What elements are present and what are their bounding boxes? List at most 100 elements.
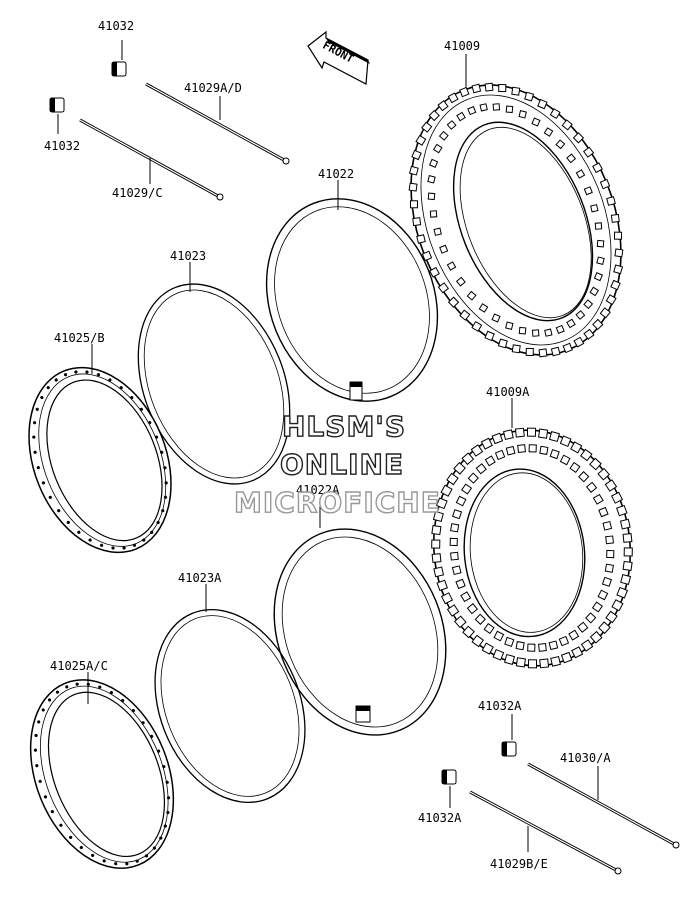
spoke-hole bbox=[154, 435, 159, 439]
spoke-hole bbox=[150, 530, 154, 534]
tread-knob bbox=[475, 463, 487, 475]
tread-knob bbox=[408, 182, 418, 192]
tread-knob bbox=[527, 643, 536, 652]
spoke-hole bbox=[88, 538, 92, 542]
tread-knob bbox=[470, 444, 484, 457]
tread-knob bbox=[446, 261, 457, 271]
spoke-hole bbox=[156, 749, 161, 753]
tread-knob bbox=[596, 256, 605, 265]
tread-knob bbox=[461, 483, 473, 495]
label-41029AD: 41029A/D bbox=[184, 81, 242, 95]
tread-knob bbox=[459, 86, 470, 98]
tread-knob bbox=[481, 642, 494, 655]
label-41032A-top: 41032A bbox=[478, 699, 522, 713]
tread-knob bbox=[558, 635, 570, 647]
spoke-hole bbox=[33, 450, 37, 454]
nipple-41032A-bottom bbox=[441, 769, 457, 808]
tread-knob bbox=[493, 630, 505, 642]
label-41025AC: 41025A/C bbox=[50, 659, 108, 673]
tread-knob bbox=[471, 83, 482, 94]
spoke-hole bbox=[125, 862, 129, 866]
tread-knob bbox=[411, 149, 422, 161]
tread-knob bbox=[427, 175, 436, 184]
tube-41022A bbox=[273, 528, 447, 736]
spoke-hole bbox=[85, 370, 89, 374]
spoke-hole bbox=[130, 395, 134, 400]
tread-knob bbox=[528, 444, 537, 453]
spoke-hole bbox=[50, 810, 54, 814]
spoke-hole bbox=[163, 824, 167, 828]
tread-knob bbox=[431, 539, 441, 549]
tread-knob bbox=[494, 449, 506, 461]
tread-knob bbox=[440, 592, 454, 605]
tread-knob bbox=[518, 326, 527, 335]
tread-knob bbox=[531, 329, 540, 337]
tread-knob bbox=[483, 622, 495, 635]
tread-knob bbox=[446, 604, 460, 617]
label-41030A: 41030/A bbox=[560, 751, 611, 765]
spoke-hole bbox=[65, 685, 69, 689]
tread-knob bbox=[592, 493, 604, 505]
tread-knob bbox=[550, 655, 561, 667]
tread-knob bbox=[589, 457, 602, 471]
tread-knob bbox=[433, 227, 442, 236]
tread-knob bbox=[504, 653, 516, 665]
label-41029BE: 41029B/E bbox=[490, 857, 548, 871]
spoke-hole bbox=[96, 373, 101, 377]
label-41009A: 41009A bbox=[486, 385, 530, 399]
tread-knob bbox=[514, 427, 525, 438]
spoke-hole bbox=[40, 395, 44, 400]
spoke-hole bbox=[141, 721, 145, 725]
label-41025B: 41025/B bbox=[54, 331, 105, 345]
spoke-41029BE bbox=[469, 790, 622, 875]
spoke-hole bbox=[63, 373, 68, 377]
tread-knob bbox=[548, 640, 559, 651]
tread-knob bbox=[505, 105, 514, 114]
tread-knob bbox=[439, 244, 449, 254]
valve-stem-41022A bbox=[355, 705, 371, 723]
spoke-hole bbox=[74, 370, 78, 374]
spoke-hole bbox=[161, 509, 165, 513]
tread-knob bbox=[573, 336, 585, 348]
tread-knob bbox=[599, 178, 611, 190]
tread-knob bbox=[572, 132, 585, 144]
label-41032A-bottom: 41032A bbox=[418, 811, 462, 825]
label-41022A: 41022A bbox=[296, 483, 340, 497]
tread-knob bbox=[438, 130, 449, 141]
tread-knob bbox=[579, 448, 593, 462]
tread-knob bbox=[446, 120, 457, 130]
tread-knob bbox=[484, 82, 494, 92]
spoke-hole bbox=[59, 823, 63, 827]
tread-knob bbox=[505, 321, 514, 330]
tread-knob bbox=[559, 435, 572, 448]
tread-knob bbox=[531, 117, 541, 127]
spoke-hole bbox=[32, 435, 36, 439]
label-41032-left: 41032 bbox=[44, 139, 80, 153]
spoke-hole bbox=[148, 421, 152, 425]
watermark: HLSM'S ONLINE MICROFICHE bbox=[233, 409, 440, 519]
tread-knob bbox=[467, 472, 479, 484]
tread-knob bbox=[616, 586, 629, 599]
spoke-hole bbox=[37, 720, 41, 724]
tread-knob bbox=[451, 509, 463, 520]
tread-knob bbox=[594, 222, 603, 230]
tread-knob bbox=[504, 636, 515, 647]
spoke-hole bbox=[98, 685, 102, 689]
spoke-hole bbox=[35, 764, 39, 768]
tread-knob bbox=[610, 279, 621, 291]
nipple-41032-top bbox=[111, 40, 127, 77]
tread-knob bbox=[429, 210, 438, 218]
label-41029C: 41029/C bbox=[112, 186, 163, 200]
tread-knob bbox=[570, 441, 583, 454]
spoke-hole bbox=[55, 690, 60, 694]
tread-knob bbox=[517, 444, 526, 453]
tire-41009 bbox=[408, 82, 624, 358]
tread-knob bbox=[497, 338, 508, 349]
tread-knob bbox=[539, 445, 549, 455]
tread-knob bbox=[616, 504, 628, 517]
tread-knob bbox=[518, 110, 527, 119]
tread-knob bbox=[453, 461, 466, 475]
tread-knob bbox=[440, 484, 453, 497]
tread-knob bbox=[569, 461, 581, 474]
